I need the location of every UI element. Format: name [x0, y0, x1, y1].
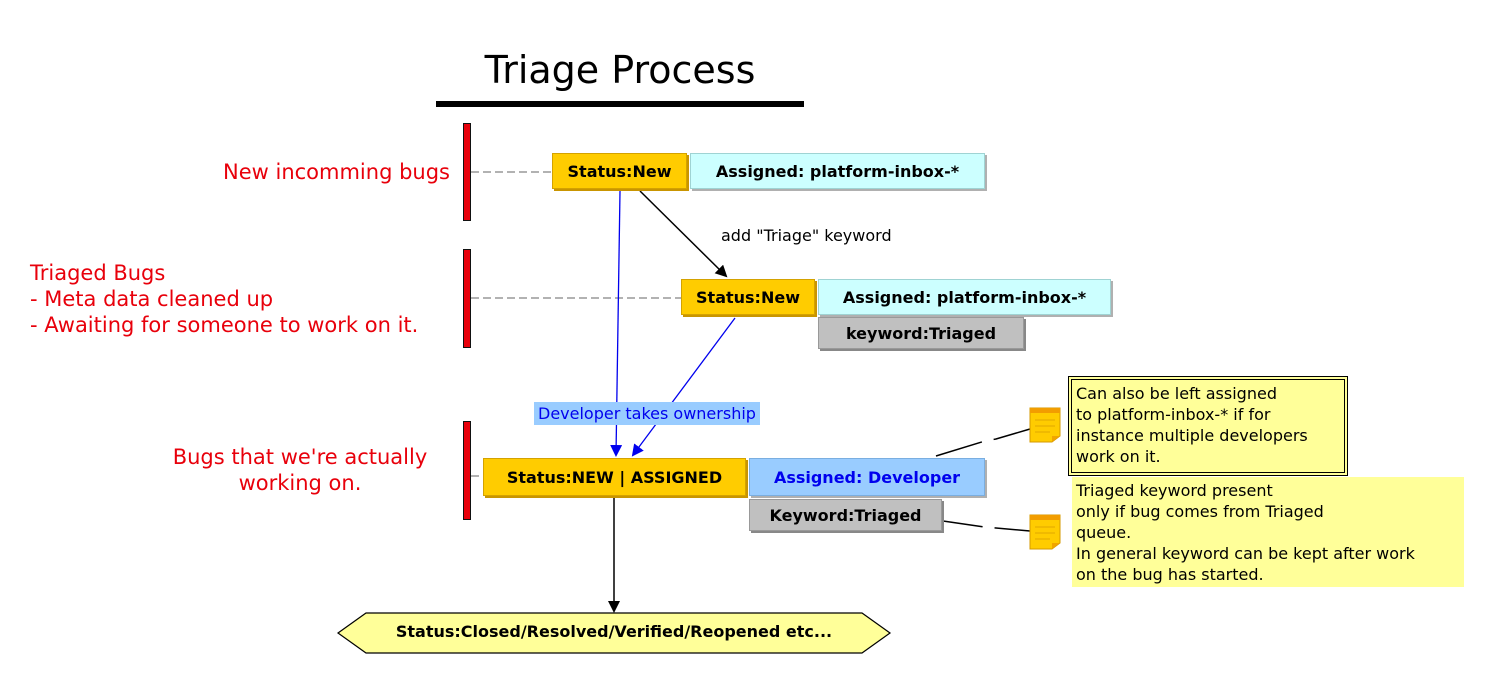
lane-bar-triaged — [463, 249, 471, 348]
note-keyword-line: only if bug comes from Triaged — [1076, 502, 1324, 521]
lane-label-triaged-line: - Meta data cleaned up — [30, 287, 274, 311]
lane-label-new: New incomming bugs — [150, 159, 450, 185]
note-assignment-line: Can also be left assigned — [1076, 384, 1277, 403]
note-connector-2 — [942, 520, 1031, 532]
status-assigned-node: Status:NEW | ASSIGNED — [483, 458, 746, 496]
sticky-note-icon — [1029, 514, 1061, 550]
edge-label-developer-ownership: Developer takes ownership — [534, 402, 760, 425]
note-keyword-line: In general keyword can be kept after wor… — [1076, 544, 1415, 563]
lane-bar-working — [463, 421, 471, 520]
assigned-inbox-node: Assigned: platform-inbox-* — [690, 153, 985, 189]
note-assignment-line: work on it. — [1076, 447, 1161, 466]
lane-label-triaged-line: - Awaiting for someone to work on it. — [30, 313, 419, 337]
note-keyword-line: on the bug has started. — [1076, 565, 1264, 584]
keyword-triaged-node: keyword:Triaged — [818, 317, 1024, 349]
assigned-developer-node: Assigned: Developer — [749, 458, 985, 496]
note-keyword-line: queue. — [1076, 523, 1132, 542]
final-status-hexagon — [336, 612, 892, 654]
arrow-triaged-to-assigned — [631, 317, 736, 457]
lane-label-triaged-line: Triaged Bugs — [30, 261, 166, 285]
status-new-triaged-node: Status:New — [681, 279, 815, 315]
lane-bar-new — [463, 123, 471, 221]
lane-label-triaged: Triaged Bugs - Meta data cleaned up - Aw… — [30, 260, 460, 338]
diagram-title: Triage Process — [484, 48, 756, 92]
note-assignment-line: to platform-inbox-* if for — [1076, 405, 1271, 424]
note-keyword: Triaged keyword present only if bug come… — [1072, 477, 1464, 587]
lane-label-new-line: New incomming bugs — [223, 160, 450, 184]
edge-label-add-triage: add "Triage" keyword — [721, 226, 892, 245]
keyword-triaged-working-node: Keyword:Triaged — [749, 499, 942, 531]
lane-label-working: Bugs that we're actually working on. — [150, 444, 450, 496]
final-status-label: Status:Closed/Resolved/Verified/Reopened… — [395, 622, 833, 641]
title-underline — [436, 101, 804, 107]
lane-label-working-line: working on. — [238, 471, 362, 495]
sticky-note-icon — [1029, 407, 1061, 443]
assigned-inbox-triaged-node: Assigned: platform-inbox-* — [818, 279, 1111, 315]
note-connector-1 — [935, 428, 1031, 457]
arrow-add-triage — [639, 190, 728, 278]
status-new-node: Status:New — [552, 153, 687, 189]
lane-label-working-line: Bugs that we're actually — [172, 445, 428, 469]
note-assignment-line: instance multiple developers — [1076, 426, 1308, 445]
note-keyword-line: Triaged keyword present — [1076, 481, 1273, 500]
note-assignment: Can also be left assigned to platform-in… — [1068, 376, 1348, 476]
